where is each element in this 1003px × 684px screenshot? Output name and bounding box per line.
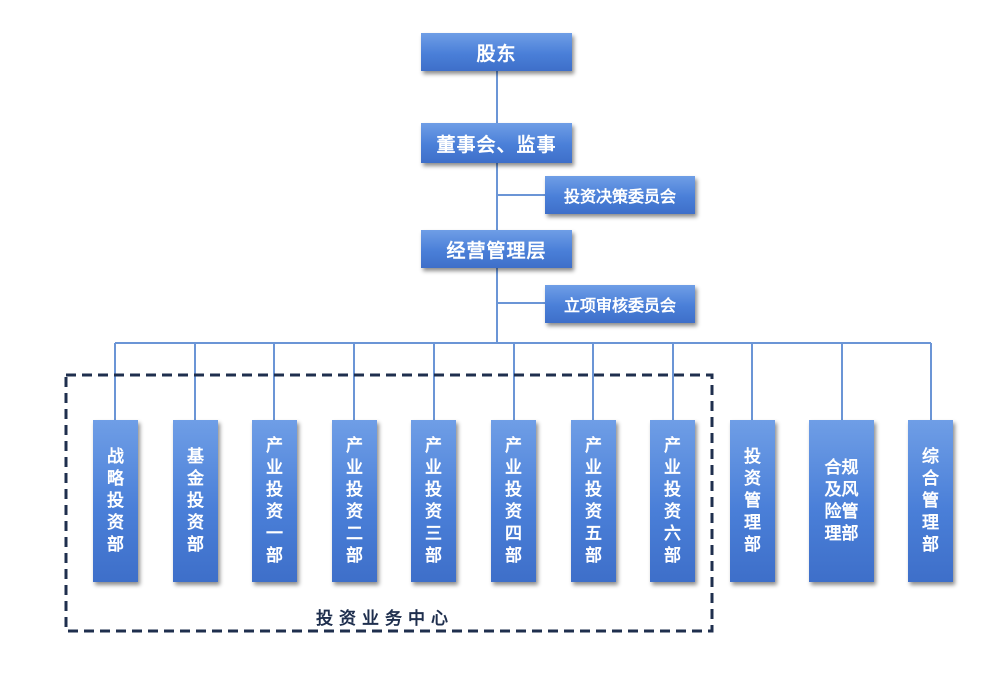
node-project-review-committee: 立项审核委员会: [545, 285, 695, 323]
dept-industrial-investment-1: 产业投资一部: [252, 420, 297, 582]
dept-label: 产业投资五部: [585, 436, 602, 566]
dept-label: 产业投资六部: [664, 436, 681, 566]
dept-general-management: 综合管理部: [908, 420, 953, 582]
dept-industrial-investment-5: 产业投资五部: [571, 420, 616, 582]
dept-label: 投资管理部: [744, 447, 761, 555]
node-shareholders: 股东: [421, 33, 572, 71]
dept-compliance-risk-management: 合规及风险管理部: [809, 420, 874, 582]
dept-industrial-investment-4: 产业投资四部: [491, 420, 536, 582]
dept-label: 产业投资一部: [266, 436, 283, 566]
dept-label: 产业投资四部: [505, 436, 522, 566]
dept-label: 合规及风险管理部: [824, 458, 859, 544]
node-investment-decision-committee: 投资决策委员会: [545, 176, 695, 214]
dept-label: 基金投资部: [187, 447, 204, 555]
dept-strategic-investment: 战略投资部: [93, 420, 138, 582]
dept-label: 产业投资三部: [425, 436, 442, 566]
investment-center-label: 投资业务中心: [316, 609, 454, 629]
dept-label: 战略投资部: [107, 447, 124, 555]
dept-fund-investment: 基金投资部: [173, 420, 218, 582]
node-board-supervisors: 董事会、监事: [421, 123, 572, 163]
dept-industrial-investment-6: 产业投资六部: [650, 420, 695, 582]
investment-center-group-border: [64, 373, 714, 633]
dept-label: 综合管理部: [922, 447, 939, 555]
dept-investment-management: 投资管理部: [730, 420, 775, 582]
dept-industrial-investment-3: 产业投资三部: [411, 420, 456, 582]
dept-industrial-investment-2: 产业投资二部: [332, 420, 377, 582]
dept-label: 产业投资二部: [346, 436, 363, 566]
node-management: 经营管理层: [421, 230, 572, 268]
